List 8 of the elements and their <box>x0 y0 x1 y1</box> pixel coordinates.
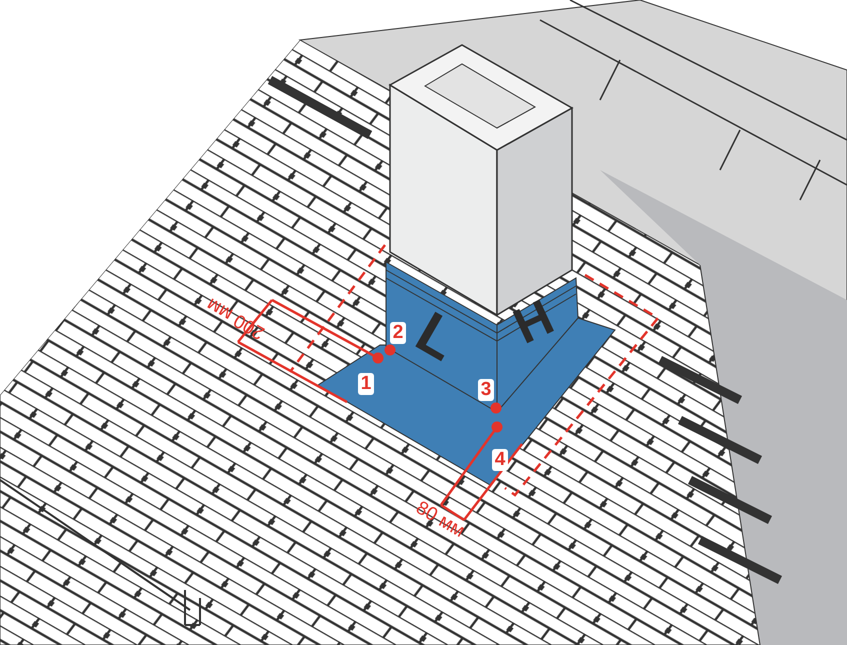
callout-number: 1 <box>360 373 372 394</box>
callout-number: 3 <box>480 379 492 400</box>
callout-number: 4 <box>494 449 506 470</box>
dimension-label: 200 мм <box>203 294 268 344</box>
face-letter: H <box>505 288 562 355</box>
face-letter: L <box>406 299 469 374</box>
callout-number: 2 <box>392 322 404 344</box>
dimension-label: 80 мм <box>412 497 468 542</box>
